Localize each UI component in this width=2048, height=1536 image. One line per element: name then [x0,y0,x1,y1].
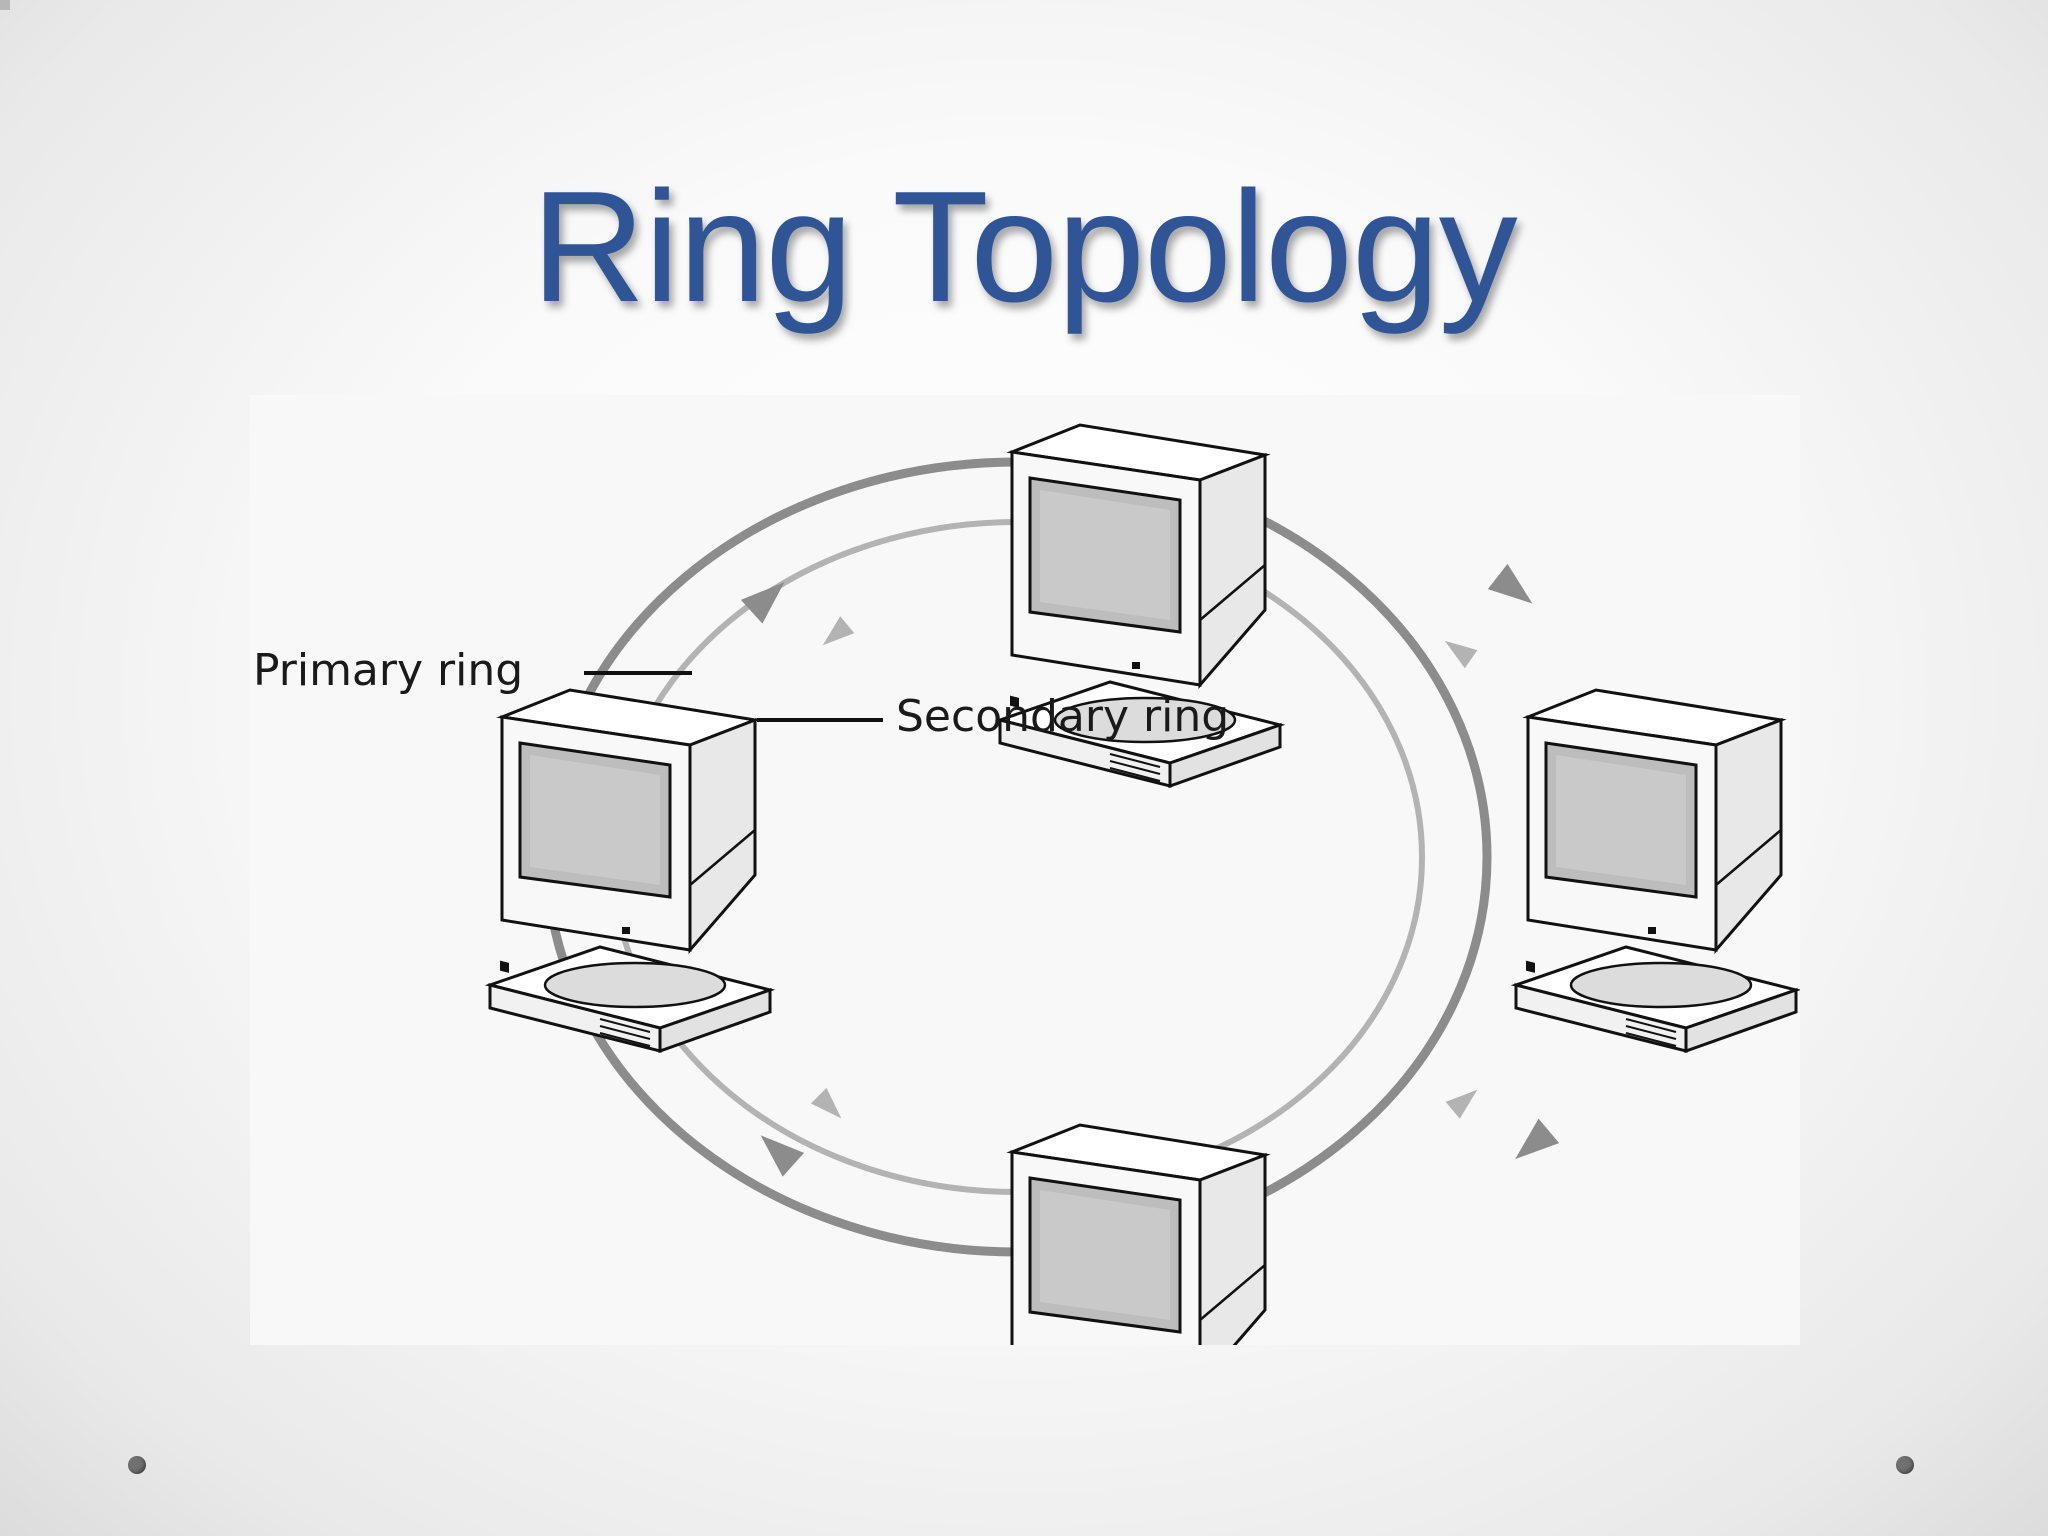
primary-ring-label: Primary ring [253,645,524,696]
corner-marker [0,0,10,10]
secondary-ring-label: Secondary ring [896,691,1230,742]
computer-left [488,688,772,1053]
primary-ring-arrows [740,563,1560,1177]
diagram-canvas [488,423,1798,1345]
ring-topology-diagram: Primary ring Secondary ring [250,395,1800,1345]
slide-bullet-right [1896,1456,1914,1474]
computer-bottom [998,1123,1282,1345]
slide-bullet-left [128,1456,146,1474]
secondary-ring-arrows [810,616,1478,1119]
computer-right [1514,688,1798,1053]
slide-title: Ring Topology [531,159,1517,335]
